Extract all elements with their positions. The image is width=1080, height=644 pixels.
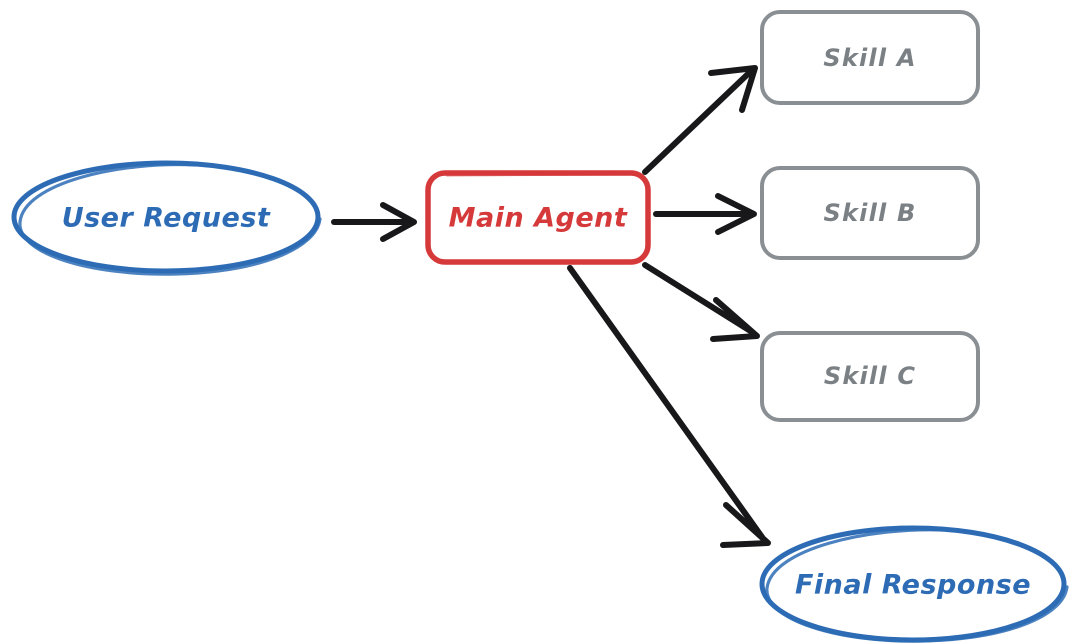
node-main-agent[interactable]: Main Agent [425, 170, 651, 265]
node-label-user-request: User Request [62, 203, 271, 234]
edge-request-to-agent [331, 202, 417, 242]
node-label-skill-a: Skill A [823, 44, 916, 72]
edge-agent-to-skill-b [653, 193, 757, 235]
node-user-request[interactable]: User Request [11, 160, 322, 276]
edge-agent-to-response [567, 265, 771, 548]
node-skill-a[interactable]: Skill A [760, 10, 980, 105]
node-label-final-response: Final Response [795, 570, 1031, 601]
node-label-skill-c: Skill C [824, 362, 916, 390]
node-layer: User Request Main Agent Skill A Skill B [11, 10, 1069, 643]
edge-agent-to-skill-c [642, 262, 760, 342]
node-final-response[interactable]: Final Response [759, 525, 1069, 643]
edge-layer [331, 65, 771, 548]
node-skill-c[interactable]: Skill C [760, 331, 980, 422]
edge-agent-to-skill-a [642, 65, 758, 175]
node-skill-b[interactable]: Skill B [760, 166, 980, 260]
node-label-main-agent: Main Agent [449, 203, 628, 234]
node-label-skill-b: Skill B [824, 199, 917, 227]
